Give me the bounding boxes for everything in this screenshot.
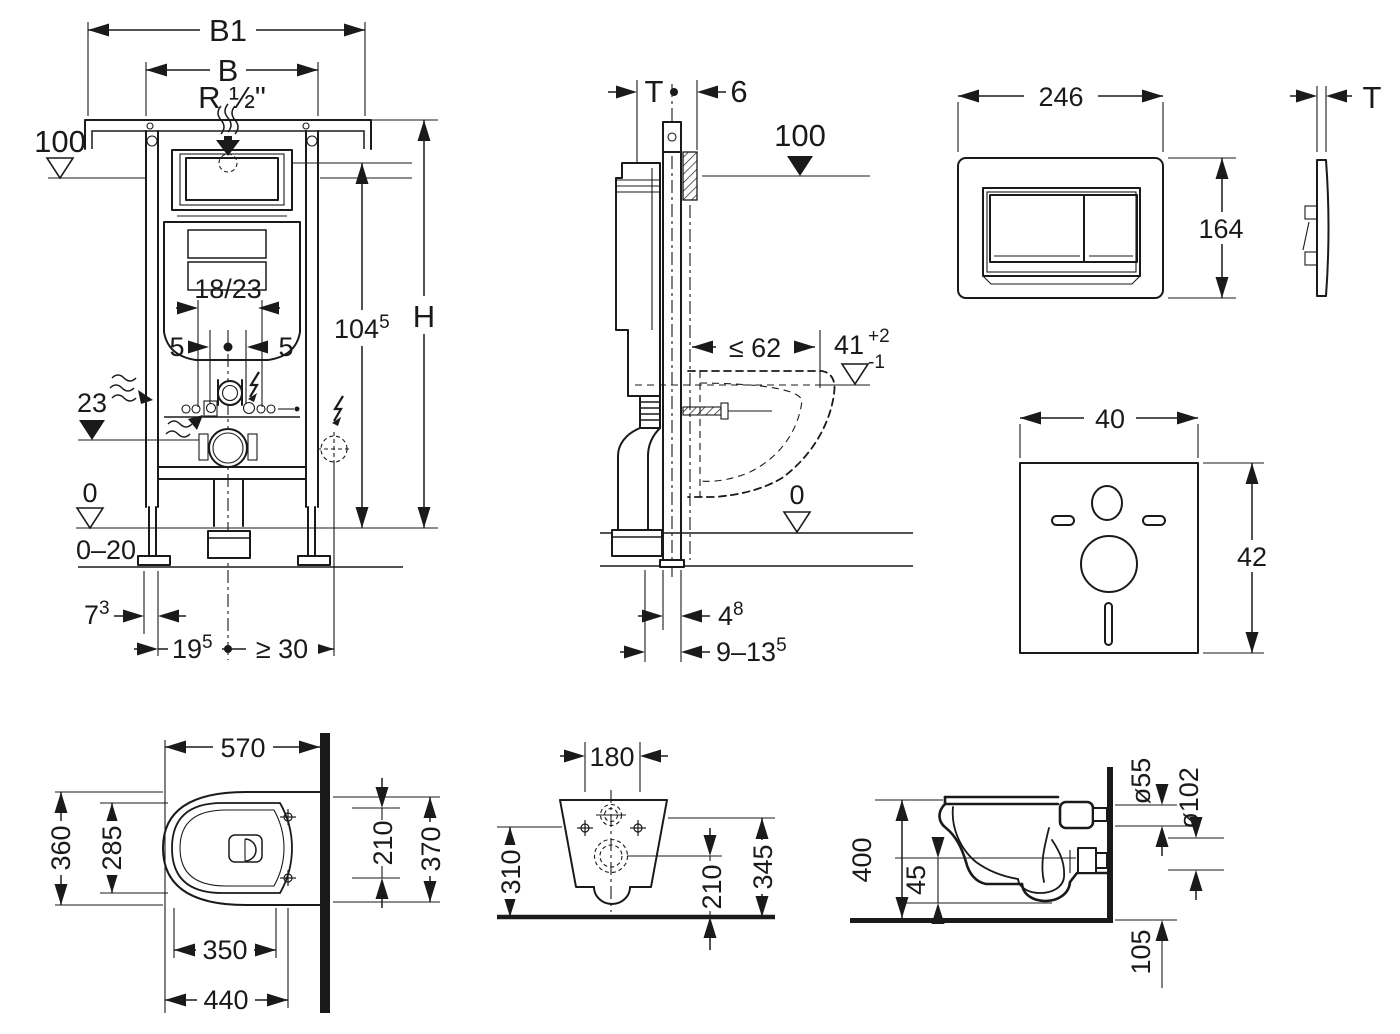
dim-b1: B1 xyxy=(209,13,247,48)
dim-41: 41 xyxy=(834,330,864,360)
fixing-rod xyxy=(682,406,722,416)
dim-max-62: ≤ 62 xyxy=(729,333,781,363)
dim-100-level-side: 100 xyxy=(774,118,826,153)
dim-h: H xyxy=(413,299,435,334)
wall-section xyxy=(320,733,330,1013)
hanger-bracket xyxy=(662,121,682,153)
dim-210-rear: 210 xyxy=(697,864,727,909)
dim-plate-height: 164 xyxy=(1198,214,1243,244)
pan-outline xyxy=(162,791,323,906)
dim-100-level: 100 xyxy=(34,124,86,159)
dim-345: 345 xyxy=(748,844,778,889)
dim-t: T xyxy=(645,74,664,109)
dim-pad-height: 42 xyxy=(1237,542,1267,572)
floor-section xyxy=(850,918,1113,923)
dim-five-left: 5 xyxy=(169,332,184,362)
dim-pan-depth: 570 xyxy=(220,733,265,763)
dim-104-5: 1045 xyxy=(334,312,390,344)
dim-310: 310 xyxy=(496,849,526,894)
water-supply-arrow-inner xyxy=(165,415,203,438)
dim-350: 350 xyxy=(202,935,247,965)
dim-flush-pipe-dia: ø55 xyxy=(1126,758,1156,805)
water-inlet-arrow xyxy=(216,136,240,156)
dim-pipe-offset: 18/23 xyxy=(194,274,262,304)
dim-41-tol-minus: -1 xyxy=(868,352,885,373)
dim-4-8: 48 xyxy=(718,599,744,631)
dim-pad-width: 40 xyxy=(1095,404,1125,434)
fixing-hole-mark xyxy=(576,819,594,837)
dim-plate-thickness: T xyxy=(1363,80,1382,115)
fixing-hole-mark xyxy=(279,808,297,826)
dim-23-level: 23 xyxy=(77,388,107,418)
dim-min-30: ≥ 30 xyxy=(256,634,308,664)
electric-bolt-icon xyxy=(330,394,345,428)
dim-water-connection: R ½" xyxy=(198,80,266,115)
view-pan-top: 570 360 285 350 440 210 37 xyxy=(46,732,446,1015)
view-frame-side: T 6 100 xyxy=(600,74,913,667)
view-pan-rear: 180 310 210 345 xyxy=(496,740,778,950)
fixing-hole-mark xyxy=(629,819,647,837)
dim-pan-width: 360 xyxy=(46,825,76,870)
fixing-hole-mark xyxy=(279,869,297,887)
pan-rear-outline xyxy=(559,799,668,905)
dim-zero-side: 0 xyxy=(789,480,804,510)
water-supply-arrow-left xyxy=(109,374,153,404)
electric-bolt-icon xyxy=(246,370,261,404)
dim-zero-level: 0 xyxy=(82,478,97,508)
sound-pad xyxy=(1019,462,1199,654)
dim-45: 45 xyxy=(901,865,931,895)
pan-side-profile xyxy=(938,795,1109,903)
dim-9-13-5: 9–135 xyxy=(716,635,787,667)
dim-19-5: 195 xyxy=(172,632,213,664)
dim-400: 400 xyxy=(847,837,877,882)
dim-seat-width: 285 xyxy=(97,825,127,870)
view-frame-front: B1 B R ½" 18/23 xyxy=(34,13,442,664)
drain-socket xyxy=(208,428,248,468)
dim-440: 440 xyxy=(203,985,248,1015)
dim-plate-width: 246 xyxy=(1038,82,1083,112)
cistern-side xyxy=(615,162,661,397)
dim-370: 370 xyxy=(416,826,446,871)
flush-buttons xyxy=(989,194,1138,263)
wall-anchor-plate xyxy=(682,151,698,201)
water-connection-point xyxy=(218,153,238,173)
dim-floor-range: 0–20 xyxy=(76,535,136,565)
dim-five-right: 5 xyxy=(278,332,293,362)
dim-b: B xyxy=(218,53,239,88)
dim-210-top: 210 xyxy=(368,820,398,865)
dim-six: 6 xyxy=(730,74,747,109)
dim-7-3: 73 xyxy=(84,598,110,630)
dim-41-tol-plus: +2 xyxy=(868,326,890,347)
flush-plate-profile xyxy=(1316,159,1330,297)
wc-pan-dashed-outline xyxy=(687,370,836,498)
wall-section xyxy=(1107,767,1113,923)
flush-plate-front xyxy=(957,157,1164,299)
view-sound-pad: 40 42 xyxy=(1019,402,1281,654)
view-flush-plate: 246 164 T xyxy=(957,80,1382,299)
view-pan-side: 400 45 ø55 ø102 105 xyxy=(847,758,1224,988)
dim-180: 180 xyxy=(589,742,634,772)
dim-105: 105 xyxy=(1126,929,1156,974)
